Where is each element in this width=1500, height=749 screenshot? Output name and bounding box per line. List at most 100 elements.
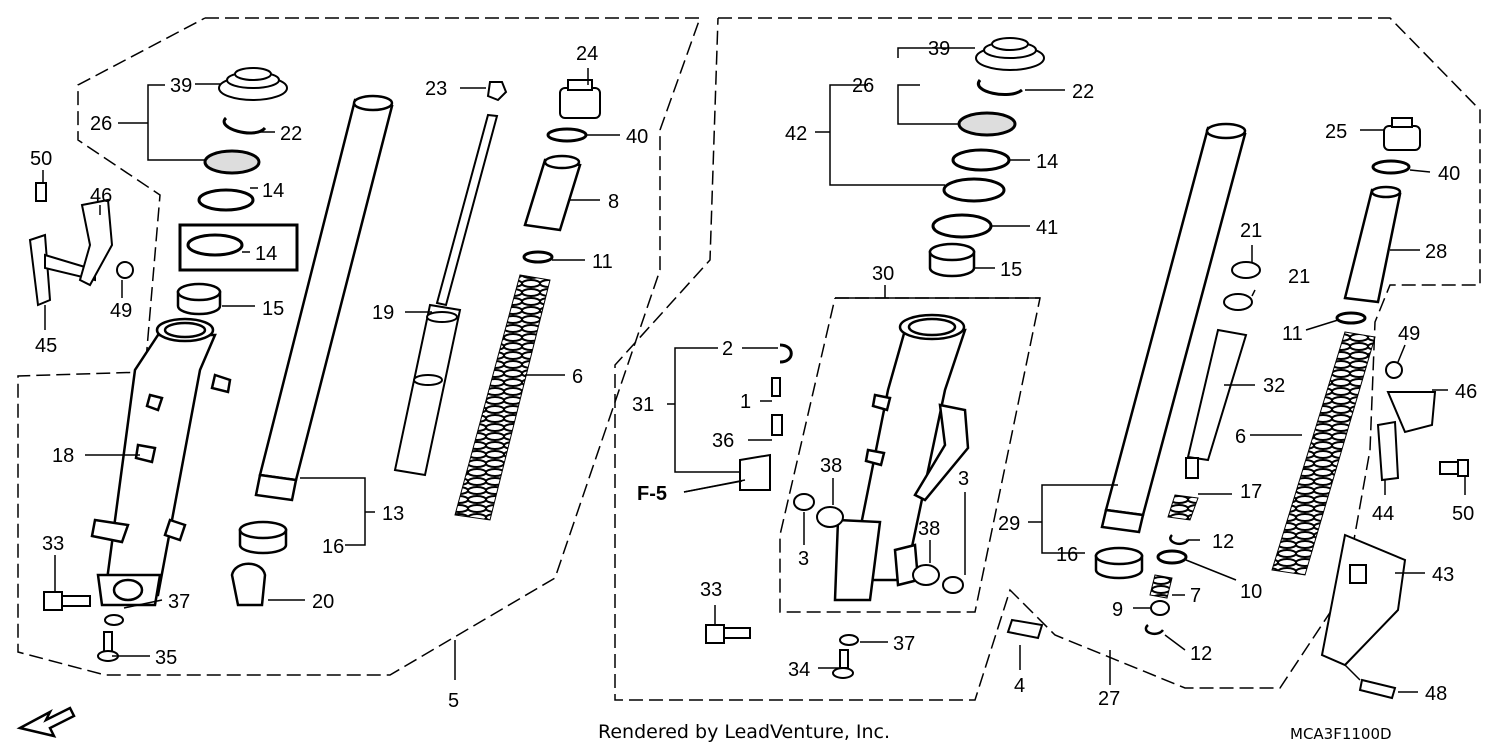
- seal-26-right: [957, 111, 1017, 137]
- callout-label: 42: [785, 123, 807, 145]
- callout-label: 3: [958, 468, 969, 490]
- callout-label: 34: [788, 659, 810, 681]
- callout-label: 36: [712, 430, 734, 452]
- callout-label: 26: [852, 75, 874, 97]
- bushing-15-left: [176, 282, 222, 316]
- spring-6-left: [454, 274, 551, 521]
- washer-14-right: [951, 148, 1011, 172]
- washer-11-right: [1335, 311, 1367, 325]
- callout-label: 15: [262, 298, 284, 320]
- callout-label: 7: [1190, 585, 1201, 607]
- inner-tube-13: [254, 94, 394, 502]
- callout-label: 30: [872, 263, 894, 285]
- washer-37-left: [104, 614, 124, 626]
- callout-label: 46: [1455, 381, 1477, 403]
- callout-label: 32: [1263, 375, 1285, 397]
- washer-14-box: [178, 223, 299, 272]
- callout-label: 37: [168, 591, 190, 613]
- washer-14-left: [197, 188, 255, 212]
- nut-23: [486, 81, 508, 102]
- callout-label: 38: [820, 455, 842, 477]
- washer-11-left: [522, 250, 554, 264]
- bracket-44-46-right: [1376, 361, 1469, 482]
- callout-label: 14: [1036, 151, 1058, 173]
- callout-label: 48: [1425, 683, 1447, 705]
- callout-label: 31: [632, 394, 654, 416]
- washer-37-mid: [839, 634, 859, 646]
- callout-label: 21: [1288, 266, 1310, 288]
- callout-label: 22: [1072, 81, 1094, 103]
- washer-14-alt: [186, 233, 244, 257]
- callout-label: 22: [280, 123, 302, 145]
- damper-rod-19: [393, 113, 499, 477]
- callout-label: 15: [1000, 259, 1022, 281]
- bushing-15-right: [928, 242, 976, 278]
- bracket-45-46-left: [28, 182, 134, 307]
- callout-label: 16: [1056, 544, 1078, 566]
- callout-label: 21: [1240, 220, 1262, 242]
- cartridge-32: [1185, 328, 1248, 479]
- fork-slider-30: [833, 313, 970, 602]
- callout-label: 6: [1235, 426, 1246, 448]
- piece-20: [230, 562, 267, 607]
- callout-label: 26: [90, 113, 112, 135]
- bolt-34: [832, 649, 854, 679]
- callout-labels: 39 26 22 14 14 15 18 33 37 35 5 50 46 49…: [30, 38, 1477, 712]
- bolt-33-left: [43, 591, 91, 611]
- callout-label: 3: [798, 548, 809, 570]
- callout-label: 12: [1190, 643, 1212, 665]
- callout-label: 33: [700, 579, 722, 601]
- bolt-33-mid: [705, 624, 751, 644]
- callout-label: 39: [928, 38, 950, 60]
- clamp-31: [739, 343, 793, 491]
- callout-label: 27: [1098, 688, 1120, 710]
- bushing-16-right: [1094, 546, 1144, 580]
- callout-label: 49: [1398, 323, 1420, 345]
- spacer-28: [1343, 185, 1402, 304]
- bushing-21: [1223, 261, 1261, 311]
- callout-label: 19: [372, 302, 394, 324]
- callout-label: 6: [572, 366, 583, 388]
- callout-label: 25: [1325, 121, 1347, 143]
- fork-bolt-25: [1383, 117, 1421, 151]
- ring-41: [931, 213, 993, 239]
- callout-label: 9: [1112, 599, 1123, 621]
- callout-label: 1: [740, 391, 751, 413]
- callout-label: 33: [42, 533, 64, 555]
- callout-label: 18: [52, 445, 74, 467]
- callout-label: 40: [626, 126, 648, 148]
- callout-label: 24: [576, 43, 598, 65]
- callout-label: 2: [722, 338, 733, 360]
- washer-3-a: [793, 493, 815, 511]
- fork-slider-18: [90, 317, 232, 607]
- callout-label: 35: [155, 647, 177, 669]
- clip-12-b: [1144, 624, 1164, 636]
- spring-17: [1167, 494, 1199, 521]
- callout-label: 50: [1452, 503, 1474, 525]
- seal-26-left: [203, 149, 261, 175]
- spring-7: [1149, 574, 1173, 599]
- clip-22-right: [976, 79, 1023, 97]
- callout-label: 44: [1372, 503, 1394, 525]
- fork-bolt-24: [559, 79, 601, 119]
- clip-12-a: [1169, 534, 1189, 546]
- diagram-code: MCA3F1100D: [1290, 725, 1392, 743]
- callout-label: 41: [1036, 217, 1058, 239]
- spacer-8: [523, 154, 582, 232]
- clip-22-left: [222, 116, 267, 135]
- callout-label: 8: [608, 191, 619, 213]
- callout-label: 28: [1425, 241, 1447, 263]
- callout-label: 37: [893, 633, 915, 655]
- callout-label: 16: [322, 536, 344, 558]
- callout-label: 10: [1240, 581, 1262, 603]
- callout-label: 13: [382, 503, 404, 525]
- callout-label: 17: [1240, 481, 1262, 503]
- callout-label: 39: [170, 75, 192, 97]
- callout-label: 14: [255, 243, 277, 265]
- callout-label: 4: [1014, 675, 1025, 697]
- callout-label: 12: [1212, 531, 1234, 553]
- callout-label: 11: [1282, 323, 1303, 345]
- bushing-38-b: [912, 564, 940, 586]
- bolt-35: [97, 631, 119, 662]
